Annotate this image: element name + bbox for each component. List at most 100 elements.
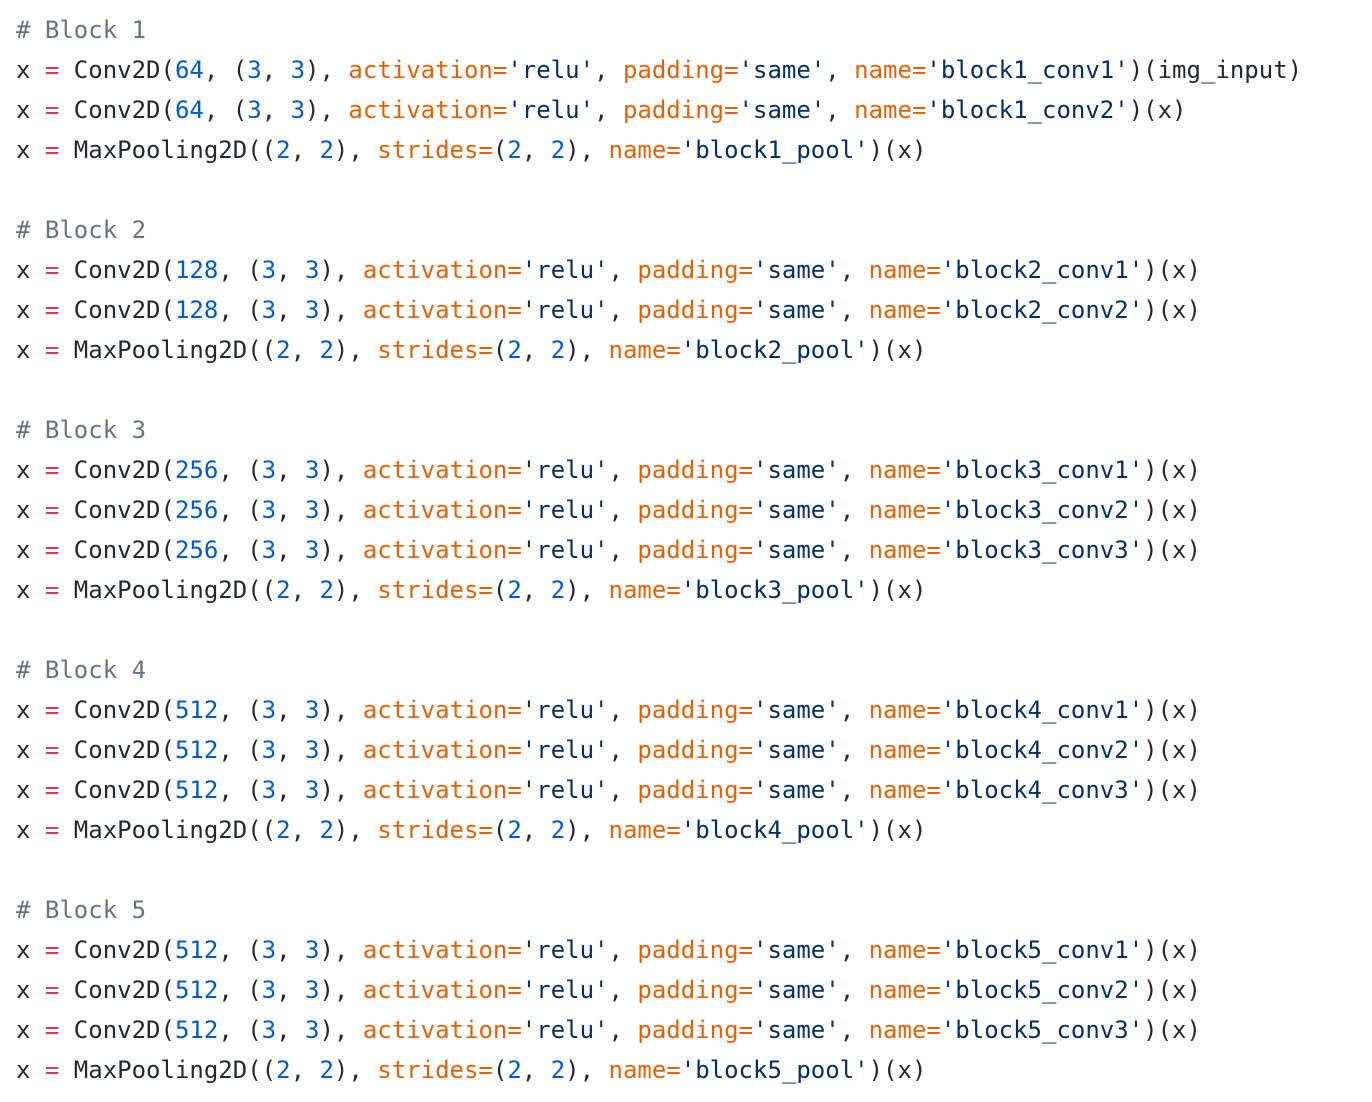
code-text: )(x)	[868, 1056, 927, 1084]
code-text: ,	[276, 696, 306, 724]
code-number: 2	[319, 816, 334, 844]
code-text: ),	[333, 336, 378, 364]
code-number: 2	[276, 336, 291, 364]
code-string: 'same'	[753, 736, 840, 764]
code-keyword-arg: name=	[868, 536, 941, 564]
code-number: 3	[261, 256, 277, 284]
code-text: ,	[608, 496, 638, 524]
code-number: 2	[550, 336, 566, 364]
code-text: ,	[839, 776, 869, 804]
code-text: x	[16, 336, 45, 364]
code-text: , (	[218, 736, 262, 764]
code-text: )(x)	[1143, 496, 1201, 524]
code-string: 'relu'	[521, 536, 609, 564]
code-text: ,	[521, 336, 551, 364]
blank-line	[16, 170, 1302, 210]
code-text: ),	[319, 296, 363, 324]
code-text: MaxPooling2D((	[59, 136, 277, 164]
code-number: 128	[174, 256, 219, 284]
code-number: 2	[550, 1056, 566, 1084]
code-keyword-arg: strides=	[377, 136, 493, 164]
code-number: 512	[174, 1016, 219, 1044]
code-text: ,	[608, 536, 638, 564]
code-line: x = Conv2D(512, (3, 3), activation='relu…	[16, 970, 1302, 1010]
code-text: ),	[333, 1056, 378, 1084]
code-operator: =	[44, 816, 60, 844]
code-number: 512	[174, 776, 219, 804]
code-string: 'block5_conv2'	[940, 976, 1144, 1004]
code-line: # Block 4	[16, 650, 1302, 690]
code-keyword-arg: activation=	[362, 456, 522, 484]
code-line: x = Conv2D(256, (3, 3), activation='relu…	[16, 450, 1302, 490]
code-text: , (	[218, 256, 262, 284]
code-number: 3	[261, 536, 277, 564]
code-keyword-arg: name=	[868, 1016, 941, 1044]
code-text: )(x)	[868, 336, 927, 364]
code-operator: =	[44, 56, 60, 84]
code-number: 3	[261, 456, 277, 484]
code-operator: =	[44, 936, 60, 964]
code-text: )(x)	[1143, 256, 1201, 284]
code-keyword-arg: padding=	[637, 496, 753, 524]
code-number: 3	[261, 936, 277, 964]
code-keyword-arg: activation=	[362, 696, 522, 724]
code-text: ,	[825, 56, 855, 84]
code-string: 'same'	[738, 56, 826, 84]
code-string: 'block2_pool'	[680, 336, 869, 364]
code-string: 'same'	[753, 296, 840, 324]
code-string: 'same'	[753, 776, 840, 804]
code-text: ),	[333, 136, 378, 164]
code-keyword-arg: activation=	[362, 536, 522, 564]
code-text: ,	[276, 536, 306, 564]
code-keyword-arg: padding=	[637, 976, 753, 1004]
code-number: 64	[174, 96, 204, 124]
code-text: x	[16, 776, 45, 804]
code-text: x	[16, 976, 45, 1004]
code-text: )(x)	[868, 816, 927, 844]
code-operator: =	[44, 456, 60, 484]
code-keyword-arg: name=	[868, 496, 941, 524]
code-keyword-arg: strides=	[377, 336, 493, 364]
code-text: Conv2D(	[59, 56, 175, 84]
code-string: 'block3_pool'	[680, 576, 869, 604]
code-text: ,	[839, 256, 869, 284]
code-operator: =	[44, 1016, 60, 1044]
code-text: ,	[594, 56, 623, 84]
code-keyword-arg: activation=	[348, 96, 508, 124]
code-string: 'block2_conv2'	[940, 296, 1144, 324]
code-text: (	[492, 576, 508, 604]
code-string: 'relu'	[521, 496, 609, 524]
code-keyword-arg: name=	[608, 336, 681, 364]
code-number: 2	[507, 336, 522, 364]
code-text: Conv2D(	[59, 776, 175, 804]
code-text: ,	[276, 496, 306, 524]
code-text: ,	[839, 936, 869, 964]
code-line: x = Conv2D(64, (3, 3), activation='relu'…	[16, 50, 1302, 90]
code-text: ,	[839, 296, 869, 324]
code-line: x = Conv2D(128, (3, 3), activation='relu…	[16, 290, 1302, 330]
code-text: , (	[218, 936, 262, 964]
code-string: 'relu'	[521, 736, 609, 764]
code-keyword-arg: name=	[854, 56, 927, 84]
code-text: )(x)	[1128, 96, 1187, 124]
code-text: ),	[565, 1056, 609, 1084]
code-keyword-arg: activation=	[362, 1016, 522, 1044]
code-keyword-arg: padding=	[637, 736, 753, 764]
code-string: 'relu'	[521, 456, 609, 484]
code-text: x	[16, 1056, 45, 1084]
code-text: x	[16, 96, 45, 124]
code-text: x	[16, 736, 45, 764]
code-keyword-arg: strides=	[377, 816, 493, 844]
code-text: ,	[839, 536, 869, 564]
blank-line	[16, 610, 1302, 650]
code-text: , (	[218, 976, 262, 1004]
code-number: 3	[305, 776, 320, 804]
code-text: Conv2D(	[59, 456, 175, 484]
code-number: 2	[507, 1056, 522, 1084]
code-text: , (	[218, 536, 262, 564]
code-text: (	[492, 136, 508, 164]
code-string: 'same'	[753, 936, 840, 964]
code-line: x = Conv2D(128, (3, 3), activation='relu…	[16, 250, 1302, 290]
code-text: Conv2D(	[59, 256, 175, 284]
code-text: ,	[608, 1016, 638, 1044]
